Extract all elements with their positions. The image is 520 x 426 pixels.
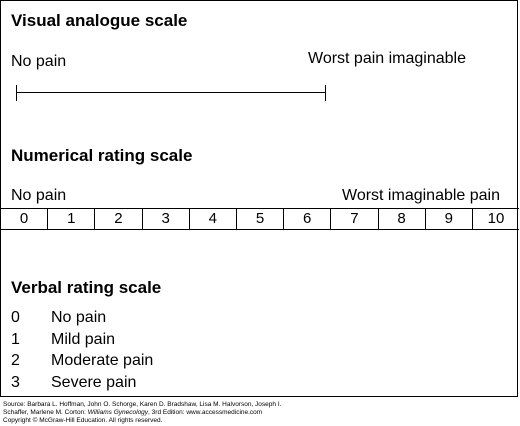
vrs-item-label: No pain bbox=[51, 309, 107, 326]
vrs-item-number: 0 bbox=[11, 309, 20, 326]
caption-line-2: Schaffer, Marlene M. Corton: Williams Gy… bbox=[3, 409, 281, 417]
vas-line bbox=[16, 85, 326, 101]
caption-line-3: Copyright © McGraw-Hill Education. All r… bbox=[3, 417, 163, 425]
vas-left-tick bbox=[16, 85, 17, 101]
figure-frame: Visual analogue scale No pain Worst pain… bbox=[0, 0, 519, 397]
nrs-cell: 8 bbox=[377, 209, 425, 229]
vas-right-tick bbox=[325, 85, 326, 101]
source-caption: Source: Barbara L. Hoffman, John O. Scho… bbox=[3, 401, 281, 426]
nrs-heading: Numerical rating scale bbox=[11, 146, 193, 165]
nrs-cell: 0 bbox=[19, 210, 29, 227]
vas-left-anchor: No pain bbox=[11, 53, 67, 70]
caption-line-1: Source: Barbara L. Hoffman, John O. Scho… bbox=[3, 401, 282, 408]
nrs-cell: 7 bbox=[330, 209, 377, 229]
caption-line-2-prefix: Schaffer, Marlene M. Corton: bbox=[3, 409, 88, 417]
vrs-list: 0 No pain 1 Mild pain 2 Moderate pain 3 Severe … bbox=[11, 309, 153, 395]
nrs-cell: 5 bbox=[235, 209, 283, 229]
vrs-item-label: Severe pain bbox=[51, 373, 137, 391]
nrs-right-anchor: Worst imaginable pain bbox=[342, 187, 501, 204]
caption-book-title: Williams Gynecology bbox=[87, 409, 149, 417]
nrs-left-anchor: No pain bbox=[11, 187, 67, 204]
nrs-cell: 3 bbox=[141, 209, 189, 229]
vrs-item: 0 No pain bbox=[11, 309, 153, 331]
vrs-item-label: Moderate pain bbox=[51, 352, 154, 369]
vas-right-anchor: Worst pain imaginable bbox=[308, 50, 467, 67]
vas-heading: Visual analogue scale bbox=[11, 11, 188, 30]
nrs-cell: 6 bbox=[283, 209, 330, 229]
vrs-item-number: 1 bbox=[11, 330, 20, 348]
vas-line-bar bbox=[16, 92, 326, 93]
vrs-item: 1 Mild pain bbox=[11, 331, 153, 353]
vrs-item-number: 3 bbox=[11, 373, 20, 391]
nrs-cell: 10 bbox=[471, 209, 519, 229]
vrs-item-label: Mild pain bbox=[51, 330, 116, 348]
vrs-item: 3 Severe pain bbox=[11, 374, 153, 396]
nrs-cell: 9 bbox=[424, 209, 472, 229]
vrs-item-number: 2 bbox=[11, 352, 20, 369]
vrs-heading: Verbal rating scale bbox=[11, 278, 162, 297]
nrs-cell: 1 bbox=[47, 209, 94, 229]
nrs-cell: 4 bbox=[188, 209, 236, 229]
nrs-cell: 2 bbox=[94, 209, 141, 229]
caption-line-2-suffix: , 3rd Edition: www.accessmedicine.com bbox=[148, 409, 263, 417]
vrs-item: 2 Moderate pain bbox=[11, 352, 153, 374]
